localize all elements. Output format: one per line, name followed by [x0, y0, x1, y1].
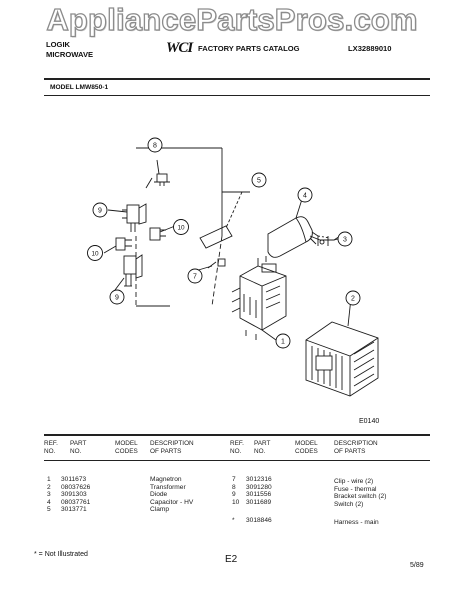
callout-1: 1	[275, 333, 291, 349]
right-part-column: 3012316 3091280 3011556 3011689 3018846	[246, 476, 272, 525]
col-header-ref-right: REF. NO.	[230, 440, 244, 455]
col-header-desc-right: DESCRIPTION OF PARTS	[334, 440, 378, 455]
table-row-part: 3011556	[246, 491, 272, 499]
table-row-ref: 8	[232, 483, 236, 491]
right-desc-column: Clip - wire (2) Fuse - thermal Bracket s…	[334, 478, 386, 527]
col-header-part-right: PART NO.	[254, 440, 271, 455]
callout-label: 3	[343, 237, 347, 244]
switch-parts	[115, 227, 166, 251]
callout-9-upper: 9	[92, 202, 108, 218]
callout-label: 9	[98, 208, 102, 215]
callout-label: 1	[281, 339, 285, 346]
right-ref-column: 7 8 9 10 *	[232, 476, 239, 525]
callout-3: 3	[337, 231, 353, 247]
callout-8: 8	[147, 137, 163, 153]
diode-part	[309, 235, 341, 246]
table-row-ref: 5	[47, 506, 51, 514]
callout-label: 9	[115, 295, 119, 302]
left-ref-column: 1 2 3 4 5	[47, 476, 51, 514]
callout-10-right: 10	[173, 219, 189, 235]
table-top-rule	[44, 434, 430, 436]
col-header-ref-left: REF. NO.	[44, 440, 58, 455]
callout-9-lower: 9	[109, 289, 125, 305]
magnetron-part	[231, 256, 287, 340]
catalog-number: LX32889010	[348, 44, 392, 53]
callout-5: 5	[251, 172, 267, 188]
table-row-desc: Capacitor - HV	[150, 498, 194, 506]
table-row-desc: Diode	[150, 491, 168, 499]
table-row-part: 08037761	[61, 498, 91, 506]
leader-lines	[103, 195, 352, 341]
table-row-desc: Clamp	[150, 506, 170, 514]
catalog-title: FACTORY PARTS CATALOG	[198, 44, 300, 53]
table-row-ref: 10	[232, 498, 240, 506]
thermal-fuse-part	[154, 159, 170, 186]
header-rule	[44, 78, 430, 80]
callout-label: 10	[177, 225, 185, 232]
figure-code: E0140	[359, 418, 380, 425]
table-row-part: 3011689	[246, 498, 272, 506]
left-part-column: 3011673 08037626 3091303 08037761 301377…	[61, 476, 90, 514]
brand-line-2: MICROWAVE	[46, 50, 94, 59]
callout-2: 2	[345, 290, 361, 306]
table-row-ref: 7	[232, 476, 236, 483]
table-row-desc: Harness - main	[334, 519, 379, 527]
cabinet-frame	[135, 147, 250, 307]
table-row-part: 3013771	[61, 506, 87, 514]
callout-label: 8	[153, 143, 157, 150]
callout-4: 4	[297, 187, 313, 203]
callout-label: 10	[91, 251, 99, 258]
table-row-desc: Bracket switch (2)	[334, 493, 387, 501]
table-row-ref: 9	[232, 491, 236, 499]
lower-switch-bracket-part	[123, 254, 143, 287]
callout-label: 4	[303, 193, 307, 200]
callout-7: 7	[187, 268, 203, 284]
table-row-part: 3011673	[61, 476, 87, 483]
table-header-rule	[44, 460, 430, 461]
table-row-part: 3018846	[246, 517, 272, 525]
page-number: E2	[225, 554, 238, 565]
table-row-part: 3012316	[246, 476, 272, 483]
table-row-desc: Clip - wire (2)	[334, 478, 374, 485]
upper-switch-bracket-part	[122, 203, 147, 232]
revision-date: 5/89	[410, 562, 424, 569]
clamp-part	[199, 191, 243, 249]
table-row-ref: 3	[47, 491, 51, 499]
wci-logo: WCI	[166, 40, 193, 56]
col-header-desc-left: DESCRIPTION OF PARTS	[150, 440, 194, 455]
table-row-desc: Fuse - thermal	[334, 485, 377, 493]
table-row-ref: *	[232, 517, 235, 525]
table-row-desc: Magnetron	[150, 476, 182, 483]
not-illustrated-note: * = Not Illustrated	[34, 551, 88, 558]
table-row-desc: Transformer	[150, 483, 186, 491]
col-header-codes-left: MODEL CODES	[115, 440, 138, 455]
capacitor-part	[267, 216, 331, 258]
table-row-part: 08037626	[61, 483, 91, 491]
brand-line-1: LOGIK	[46, 40, 71, 49]
table-row-desc: Switch (2)	[334, 500, 364, 508]
table-row-ref: 1	[47, 476, 51, 483]
table-row-part: 3091303	[61, 491, 87, 499]
transformer-part	[305, 321, 379, 397]
table-row-ref: 4	[47, 498, 51, 506]
model-label: MODEL LMW850-1	[50, 84, 109, 91]
table-row-ref: 2	[47, 483, 51, 491]
callout-10-left: 10	[87, 245, 103, 261]
table-row-part: 3091280	[246, 483, 272, 491]
col-header-part-left: PART NO.	[70, 440, 87, 455]
col-header-codes-right: MODEL CODES	[295, 440, 318, 455]
callout-label: 7	[193, 274, 197, 281]
callout-label: 5	[257, 178, 261, 185]
watermark: AppliancePartsPros.com	[46, 1, 418, 37]
callout-label: 2	[351, 296, 355, 303]
left-desc-column: Magnetron Transformer Diode Capacitor - …	[150, 476, 193, 514]
model-rule	[44, 95, 430, 96]
